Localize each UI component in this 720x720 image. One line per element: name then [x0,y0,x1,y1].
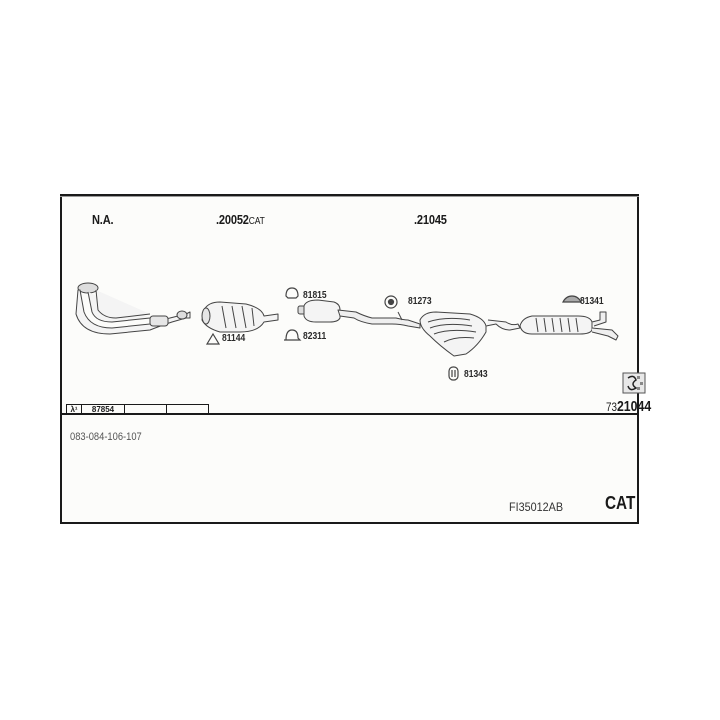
cat-label: CAT [605,493,636,513]
rubber-mount-icon [448,366,459,381]
middle-silencer-icon [419,311,521,357]
label-exhaust-group: .21045 [414,212,447,227]
catalyst-suffix: CAT [248,216,265,227]
kit-code: FI35012AB [509,500,564,514]
rubber-mount-icon [384,295,398,309]
gasket-icon [205,332,221,345]
catalytic-converter-icon [201,301,279,333]
catalyst-number: .20052 [216,212,249,227]
part-label-81273: 81273 [408,296,432,307]
drawing-number: 7321044 [606,398,651,415]
divider-line [60,413,639,415]
part-label-82311: 82311 [303,331,327,342]
part-label-81343: 81343 [464,369,488,380]
lambda-value: 87854 [82,405,125,414]
label-na: N.A. [92,212,114,227]
part-label-81815: 81815 [303,290,327,301]
part-label-81341: 81341 [580,296,604,307]
diagram-frame [60,195,639,524]
drawing-number-prefix: 73 [606,400,617,414]
lambda-empty-cell [125,405,167,413]
lambda-symbol: λ¹ [67,405,82,414]
lambda-sensor-table: λ¹ 87854 [66,404,209,414]
rear-silencer-icon [519,311,619,341]
top-border [60,194,639,197]
front-silencer-icon [297,299,421,329]
clamp-icon [284,329,302,341]
label-catalyst-group: .20052CAT [216,212,265,227]
qr-code-icon [622,372,646,394]
part-label-81144: 81144 [222,333,246,344]
front-pipe-icon [75,282,191,335]
rubber-strap-icon [562,295,582,303]
lambda-empty-cell [167,405,208,413]
drawing-number-main: 21044 [616,398,652,415]
reference-numbers: 083-084-106-107 [70,431,142,443]
clamp-icon [285,287,299,299]
